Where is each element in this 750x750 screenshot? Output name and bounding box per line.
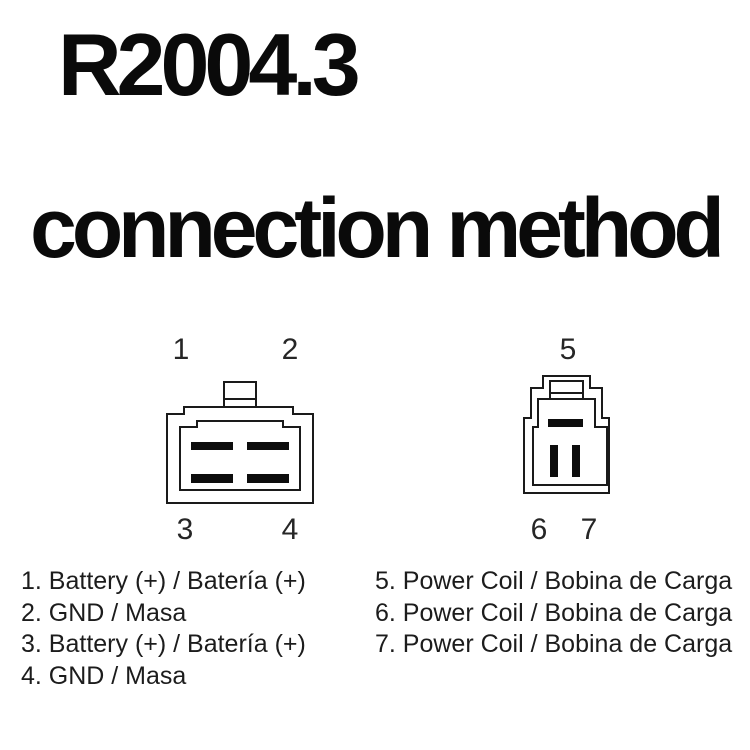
pin-terminal-1: [191, 442, 233, 450]
connector-3pin-diagram: [523, 375, 610, 494]
legend-item-6: 6. Power Coil / Bobina de Carga: [375, 598, 733, 627]
inner-housing: [532, 398, 608, 486]
pin-label-1: 1: [172, 333, 190, 366]
pin-label-6: 6: [530, 513, 548, 546]
pin-label-4: 4: [281, 513, 299, 546]
legend-item-5: 5. Power Coil / Bobina de Carga: [375, 567, 733, 595]
pin-label-2: 2: [281, 333, 299, 366]
pin-terminal-5: [548, 419, 583, 427]
legend-item-7: 7. Power Coil / Bobina de Carga: [375, 630, 733, 659]
legend-item-4: 4. GND / Masa: [21, 662, 187, 691]
pin-terminal-4: [247, 474, 289, 483]
pin-terminal-6: [550, 445, 558, 477]
latch-tab: [549, 380, 584, 400]
latch-tab: [223, 381, 257, 408]
pin-terminal-3: [191, 474, 233, 483]
page-subtitle: connection method: [30, 181, 725, 275]
pin-terminal-2: [247, 442, 289, 450]
pin-label-3: 3: [176, 513, 194, 546]
outer-housing: [166, 406, 314, 504]
outer-housing: [523, 375, 610, 494]
pin-label-5: 5: [559, 333, 577, 366]
pin-label-7: 7: [580, 513, 598, 546]
legend-battery-column: 1. Battery (+) / Batería (+) 2. GND / Ma…: [21, 566, 306, 693]
legend-item-3: 3. Battery (+) / Batería (+): [21, 630, 306, 659]
legend-item-2: 2. GND / Masa: [21, 598, 187, 627]
legend-power-coil-column: 5. Power Coil / Bobina de Carga 6. Power…: [375, 566, 732, 661]
inner-housing: [179, 420, 301, 491]
pin-terminal-7: [572, 445, 580, 477]
legend-item-1: 1. Battery (+) / Batería (+): [21, 567, 306, 595]
connector-4pin-diagram: [166, 381, 314, 504]
model-title: R2004.3: [58, 15, 361, 114]
